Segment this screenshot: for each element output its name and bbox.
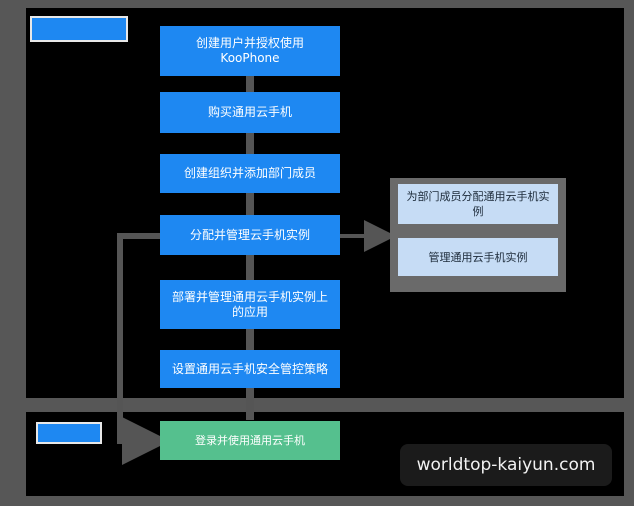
- side-manage-instances: 管理通用云手机实例: [398, 238, 558, 276]
- step-security-policy: 设置通用云手机安全管控策略: [160, 350, 340, 388]
- user-lane: [0, 398, 634, 506]
- admin-lane-label: [30, 16, 128, 42]
- step-create-user: 创建用户并授权使用KooPhone: [160, 26, 340, 76]
- step-assign-manage: 分配并管理云手机实例: [160, 215, 340, 255]
- side-assign-instances: 为部门成员分配通用云手机实例: [398, 184, 558, 224]
- step-deploy-apps: 部署并管理通用云手机实例上的应用: [160, 280, 340, 329]
- step-login-use: 登录并使用通用云手机: [160, 421, 340, 460]
- connector-loop-left: [117, 233, 170, 465]
- step-create-org: 创建组织并添加部门成员: [160, 154, 340, 193]
- user-lane-label: [36, 422, 102, 444]
- watermark: worldtop-kaiyun.com: [400, 444, 612, 486]
- step-buy-phone: 购买通用云手机: [160, 92, 340, 133]
